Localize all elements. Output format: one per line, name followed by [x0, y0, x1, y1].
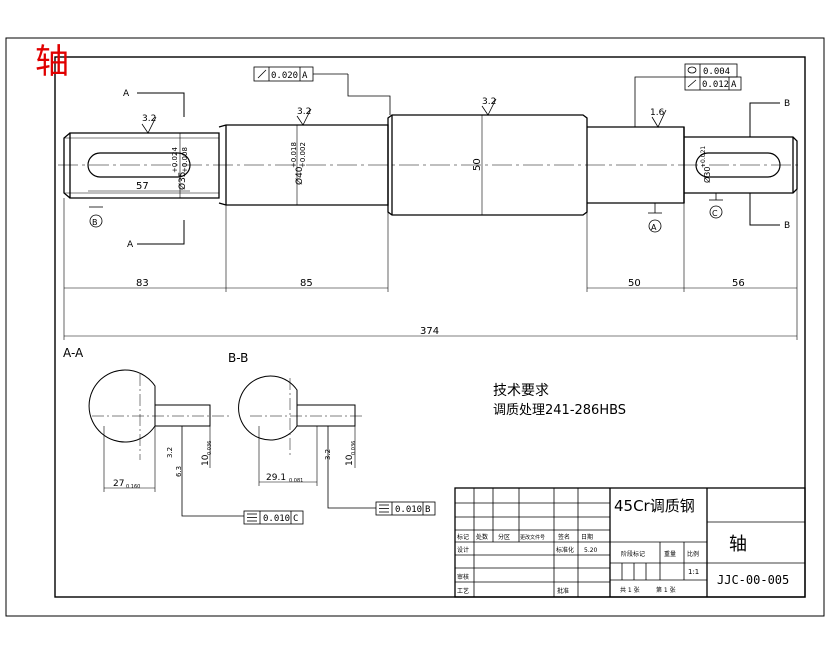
fcf-runout-1	[253, 66, 391, 115]
rough-3: 3.2	[482, 97, 496, 107]
inner-frame	[54, 56, 806, 598]
tb-review: 审核	[457, 573, 469, 581]
tb-date: 5.20	[584, 547, 598, 554]
dia-2: Ø40 +0.018 +0.002	[290, 142, 307, 185]
length-dims	[63, 189, 798, 340]
rough-4: 1.6	[650, 108, 665, 118]
tb-part-name: 轴	[729, 534, 747, 555]
title-block	[454, 487, 806, 598]
svg-text:10: 10	[345, 454, 355, 466]
section-bb-title: B-B	[228, 351, 248, 365]
cut-a-bot: A	[127, 240, 134, 250]
tb-weight: 重量	[664, 550, 676, 558]
section-marks	[137, 92, 780, 245]
datum-b	[89, 206, 103, 228]
outer-border	[5, 37, 825, 617]
tb-design: 设计	[457, 546, 469, 554]
svg-text:+0.018: +0.018	[290, 142, 298, 168]
fcf2-ref: A	[731, 80, 737, 90]
title-mark: 轴	[35, 42, 69, 82]
fcf1-value: 0.020	[271, 71, 298, 81]
tb-approve: 批准	[557, 587, 569, 595]
tb-stage: 阶段标记	[621, 550, 645, 558]
bb-depth: 29.1 0.081	[266, 473, 303, 484]
tech-heading: 技术要求	[493, 383, 549, 399]
svg-text:+0.002: +0.002	[299, 142, 307, 168]
fcf-a-value: 0.010	[263, 514, 290, 524]
dia-3: 50	[472, 158, 483, 171]
tb-col-sign: 签名	[558, 533, 570, 541]
shaft-outline	[63, 114, 798, 216]
roughness-symbols	[141, 98, 667, 134]
dim-seg3: 50	[628, 278, 641, 289]
section-aa-view	[88, 369, 244, 517]
fcf-b-value: 0.010	[395, 505, 422, 515]
aa-rough2: 3.2	[166, 447, 174, 458]
svg-text:Ø40: Ø40	[294, 166, 305, 185]
datum-a	[648, 203, 662, 233]
tb-sheet-no: 第 1 张	[656, 586, 676, 594]
fcf-a-ref: C	[293, 514, 298, 524]
cut-a-top: A	[123, 89, 130, 99]
svg-text:29.1: 29.1	[266, 473, 286, 483]
section-aa-title: A-A	[63, 346, 84, 360]
tech-line1: 调质处理241-286HBS	[493, 403, 626, 418]
svg-text:0.036: 0.036	[207, 441, 213, 455]
cut-b-bot: B	[784, 221, 790, 231]
datum-a-label: A	[651, 223, 657, 232]
aa-width: 10 0.036	[201, 441, 213, 466]
fcf2-value: 0.012	[702, 80, 729, 90]
fcf1-ref: A	[302, 71, 308, 81]
section-bb-view	[238, 375, 376, 509]
tb-scale-label: 比例	[687, 550, 699, 558]
fcf-b-ref: B	[425, 505, 430, 515]
fcf-right	[634, 63, 742, 127]
fcf2-cyl: 0.004	[703, 67, 730, 77]
datum-b-label: B	[92, 218, 98, 227]
svg-text:0.036: 0.036	[351, 441, 357, 455]
tb-code: JJC-00-005	[717, 573, 789, 587]
tb-scale: 1:1	[688, 568, 699, 576]
dim-seg2: 85	[300, 278, 313, 289]
datum-c	[709, 193, 723, 219]
tb-sheets: 共 1 张	[620, 586, 640, 594]
dia-4: Ø30 +0.021	[700, 146, 712, 183]
keyway-right	[695, 152, 781, 178]
svg-text:10: 10	[201, 454, 211, 466]
bb-width: 10 0.036	[345, 441, 357, 466]
aa-rough: 6.3	[175, 466, 183, 477]
svg-text:27: 27	[113, 479, 124, 489]
fcf-section-b	[375, 501, 436, 516]
tb-col-zone: 分区	[498, 533, 510, 541]
dim-total: 374	[420, 326, 439, 337]
dim-seg4: 56	[732, 278, 745, 289]
dim-key1: 57	[136, 181, 149, 192]
dim-seg1: 83	[136, 278, 149, 289]
tb-col-date: 日期	[581, 533, 593, 541]
svg-text:0.081: 0.081	[289, 478, 303, 484]
fcf-section-a	[243, 510, 304, 525]
bb-rough: 3.2	[324, 449, 332, 460]
tb-col-mark: 标记	[457, 533, 469, 541]
keyway-left	[87, 152, 191, 178]
rough-2: 3.2	[297, 107, 311, 117]
svg-text:+0.024: +0.024	[171, 147, 179, 173]
rough-1: 3.2	[142, 114, 156, 124]
tb-col-doc: 更改文件号	[520, 534, 545, 541]
tb-process: 工艺	[457, 587, 469, 595]
tb-material: 45Cr调质钢	[614, 497, 695, 515]
svg-text:Ø30: Ø30	[702, 167, 712, 183]
tb-std: 标准化	[556, 546, 574, 554]
svg-text:+0.008: +0.008	[181, 147, 189, 173]
svg-text:Ø35: Ø35	[177, 171, 188, 190]
aa-depth: 27 0.160	[113, 479, 140, 490]
cut-b-top: B	[784, 99, 790, 109]
svg-text:+0.021: +0.021	[700, 146, 707, 168]
dia-1: Ø35 +0.024 +0.008	[171, 147, 189, 190]
svg-text:0.160: 0.160	[126, 484, 140, 490]
datum-c-label: C	[712, 209, 718, 218]
tb-col-qty: 处数	[476, 533, 488, 541]
